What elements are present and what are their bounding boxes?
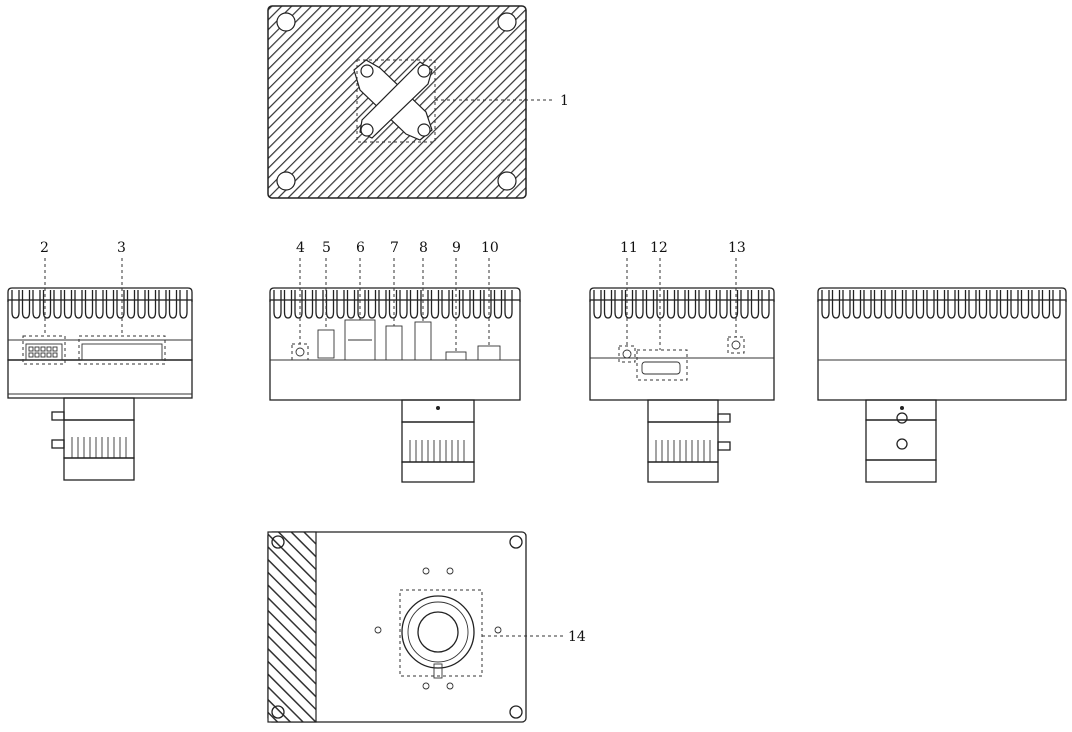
callout-2: 2 (40, 240, 49, 256)
callout-8: 8 (419, 240, 428, 256)
callout-1: 1 (560, 93, 569, 109)
callout-3: 3 (117, 240, 126, 256)
side-view-left (7, 258, 193, 481)
top-view (267, 5, 555, 199)
side-view-right (589, 258, 775, 483)
callout-12: 12 (650, 240, 668, 256)
callout-5: 5 (322, 240, 331, 256)
bottom-view (267, 531, 565, 723)
callout-11: 11 (620, 240, 638, 256)
callout-9: 9 (452, 240, 461, 256)
callout-14: 14 (568, 629, 586, 645)
side-view-ports (269, 258, 521, 483)
callout-4: 4 (296, 240, 305, 256)
callout-7: 7 (390, 240, 399, 256)
callout-13: 13 (728, 240, 746, 256)
side-view-back (817, 287, 1067, 483)
callout-6: 6 (356, 240, 365, 256)
callout-10: 10 (481, 240, 499, 256)
